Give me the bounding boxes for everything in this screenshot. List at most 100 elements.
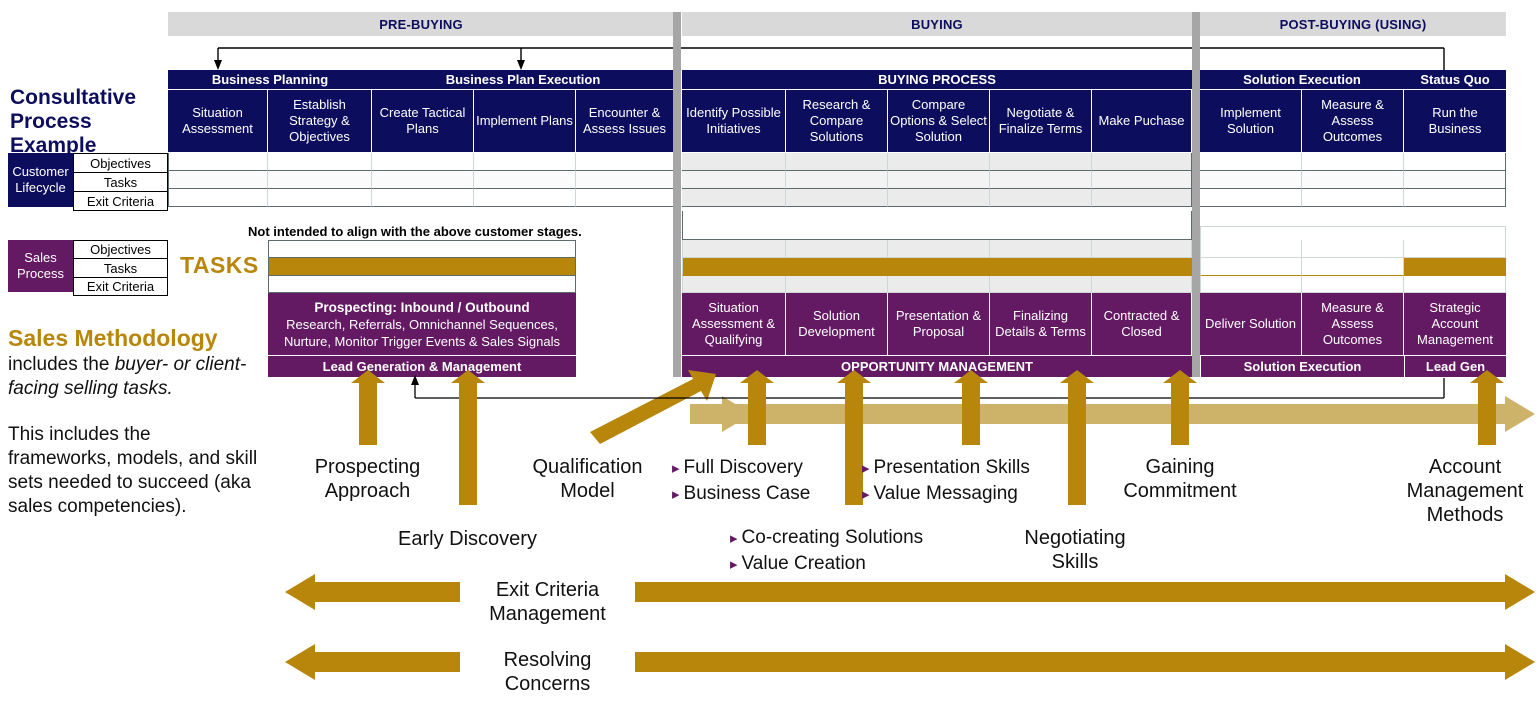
consultative-stage-8: Negotiate & Finalize Terms (990, 90, 1092, 152)
lifecycle-rows-item-1: Tasks (73, 173, 168, 192)
consultative-title-line-1: Consultative (10, 86, 137, 109)
lifecycle-grid-cell (168, 189, 268, 207)
sales-methodology-desc-emphasis: buyer- or client-facing selling tasks. (8, 354, 247, 399)
competency-up-arrows (351, 370, 1504, 505)
sales-group-2: Lead Gen (1404, 355, 1506, 377)
competency-5-line-2: Methods (1426, 504, 1504, 526)
competency-0-line-1: Approach (324, 480, 411, 502)
lifecycle-grid-cell (474, 171, 576, 189)
bullet-discovery-0-label: Full Discovery (683, 457, 803, 478)
bullet-presentation-1: ▸Value Messaging (862, 481, 1030, 507)
lifecycle-grid-cell (786, 153, 888, 171)
triangle-bullet-icon: ▸ (672, 486, 680, 503)
competency-2-line-1: Model (560, 480, 615, 502)
lifecycle-grid-cell (372, 189, 474, 207)
customer-lifecycle-label-line-1: Customer Lifecycle (12, 164, 69, 195)
sales-rows-item-0: Objectives (73, 240, 168, 260)
lifecycle-grid-cell (372, 153, 474, 171)
bullet-co-creating-0-label: Co-creating Solutions (741, 527, 924, 548)
prospecting-detail-line-1: Nurture, Monitor Trigger Events & Sales … (283, 333, 560, 349)
lifecycle-grid-cell (1200, 189, 1302, 207)
lifecycle-grid-cell (1302, 153, 1404, 171)
triangle-bullet-icon: ▸ (730, 530, 738, 547)
triangle-bullet-icon: ▸ (672, 460, 680, 477)
lifecycle-grid-cell (682, 171, 786, 189)
exit-criteria-arrow-right (630, 574, 1535, 610)
consultative-stage-4: Encounter & Assess Issues (576, 90, 674, 152)
bidirectional-caption-resolving-concerns-line-0: Resolving (503, 649, 592, 671)
lifecycle-grid-cell (1200, 153, 1302, 171)
lifecycle-grid-cell (268, 171, 372, 189)
sales-group-1: Solution Execution (1200, 355, 1404, 377)
lifecycle-grid-cell (474, 189, 576, 207)
triangle-bullet-icon: ▸ (730, 556, 738, 573)
lifecycle-grid-cell (888, 153, 990, 171)
bullet-discovery-0: ▸Full Discovery (672, 455, 810, 481)
section-separator-post-buying (1192, 12, 1200, 248)
consultative-stage-1: Establish Strategy & Objectives (268, 90, 372, 152)
bracket-connector (214, 47, 1445, 70)
bullet-co-creating-1: ▸Value Creation (730, 551, 923, 577)
resolving-concerns-arrow-left (285, 644, 470, 680)
consultative-stage-9: Make Puchase (1092, 90, 1192, 152)
consultative-stage-5: Identify Possible Initiatives (682, 90, 786, 152)
sales-grid-cell-left (268, 240, 576, 258)
lifecycle-grid-cell (268, 189, 372, 207)
prospecting-group-label: Lead Generation & Management (268, 355, 576, 377)
sales-grid-cell (1404, 258, 1506, 276)
consultative-group-3: Solution Execution (1200, 70, 1404, 90)
lifecycle-grid-cell (682, 153, 786, 171)
lifecycle-grid-cell (1404, 189, 1506, 207)
lifecycle-grid-cell (786, 189, 888, 207)
sales-grid-cell (786, 276, 888, 293)
sales-grid-cell (1200, 276, 1302, 293)
section-separator-buying (673, 12, 681, 248)
sales-stage-0: Situation Assessment & Qualifying (682, 293, 786, 355)
sales-stage-6: Measure & Assess Outcomes (1302, 293, 1404, 355)
lifecycle-grid-cell (168, 153, 268, 171)
phase-band-item-0: PRE-BUYING (168, 12, 674, 36)
bullet-discovery-1-label: Business Case (683, 483, 811, 504)
bidirectional-caption-exit-criteria-management-line-1: Management (489, 603, 606, 625)
consultative-stage-0: Situation Assessment (168, 90, 268, 152)
resolving-concerns-arrow-right (630, 644, 1535, 680)
competency-5-line-0: Account (1428, 456, 1502, 478)
consultative-stage-10: Implement Solution (1200, 90, 1302, 152)
sales-stage-3: Finalizing Details & Terms (990, 293, 1092, 355)
sales-methodology-block: Sales Methodology includes the buyer- or… (8, 325, 258, 519)
sales-grid-cell (1302, 258, 1404, 276)
sales-process-label-line-1: Sales Process (17, 250, 64, 281)
lifecycle-grid-cell (1092, 171, 1192, 189)
sales-grid-top-band (682, 211, 1192, 240)
sales-grid-top-band-right (1200, 226, 1506, 240)
competency-4-line-0: Negotiating (1024, 527, 1126, 549)
customer-lifecycle-label: Customer Lifecycle (8, 153, 73, 207)
consultative-title-line-3: Example (10, 134, 97, 157)
bullet-discovery-1: ▸Business Case (672, 481, 810, 507)
bullet-presentation-0-label: Presentation Skills (873, 457, 1030, 478)
sales-grid-cell-left (268, 258, 576, 276)
qualification-diagonal-arrow (590, 370, 716, 444)
lifecycle-grid-cell (888, 171, 990, 189)
sales-stage-5: Deliver Solution (1200, 293, 1302, 355)
lifecycle-grid-cell (1302, 171, 1404, 189)
alignment-note: Not intended to align with the above cus… (248, 224, 582, 239)
competency-3-line-0: Gaining (1145, 456, 1215, 478)
sales-methodology-desc-prefix: includes the (8, 354, 115, 375)
bullet-co-creating-0: ▸Co-creating Solutions (730, 525, 923, 551)
consultative-group-2: BUYING PROCESS (682, 70, 1192, 90)
consultative-stage-7: Compare Options & Select Solution (888, 90, 990, 152)
competency-3-line-1: Commitment (1123, 480, 1237, 502)
bullet-presentation-1-label: Value Messaging (873, 483, 1018, 504)
consultative-group-4: Status Quo (1404, 70, 1506, 90)
sales-grid-cell (1092, 240, 1192, 258)
sales-grid-cell (682, 258, 786, 276)
